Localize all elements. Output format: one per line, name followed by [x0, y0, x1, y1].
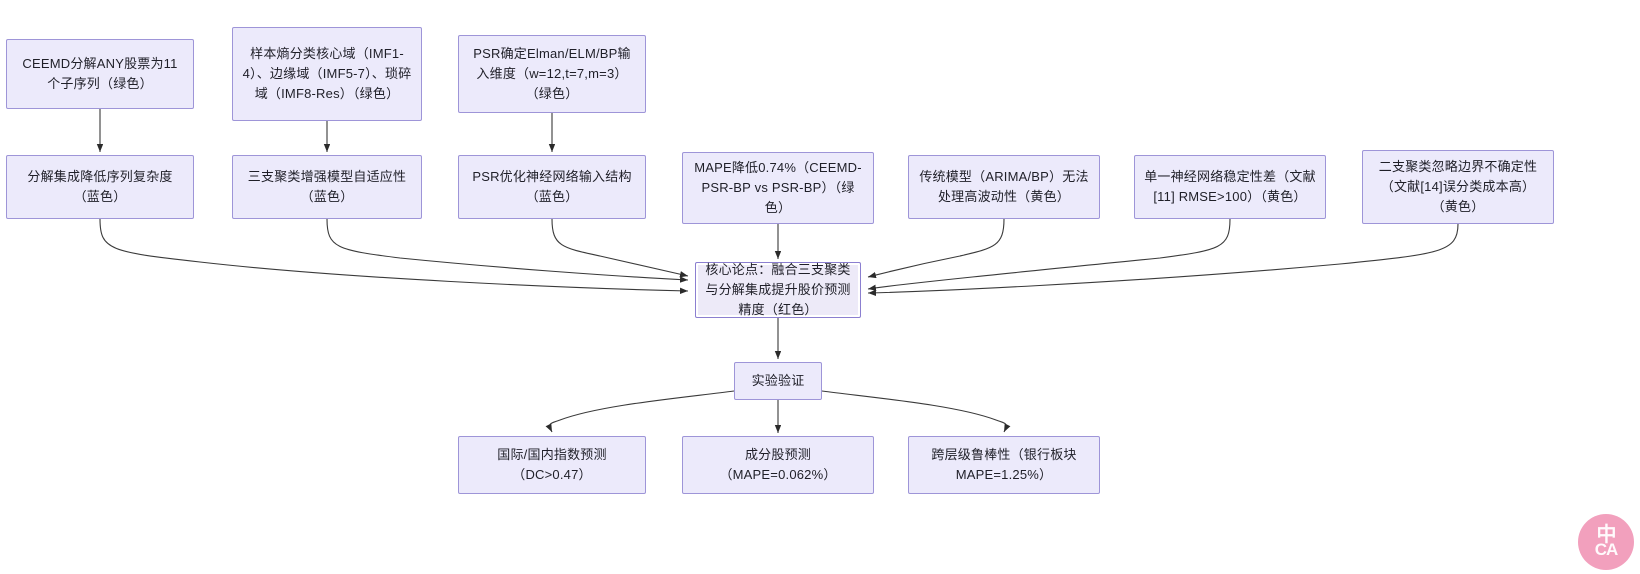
node-label: 分解集成降低序列复杂度（蓝色）	[27, 168, 173, 204]
node-experiment-validation[interactable]: 实验验证	[734, 362, 822, 400]
node-traditional-model-limit[interactable]: 传统模型（ARIMA/BP）无法处理高波动性（黄色）	[908, 155, 1100, 219]
node-label: MAPE降低0.74%（CEEMD-PSR-BP vs PSR-BP）（绿色）	[694, 159, 862, 216]
watermark-text: 中 CA	[1594, 523, 1619, 559]
node-sample-entropy-classify[interactable]: 样本熵分类核心域（IMF1-4）、边缘域（IMF5-7）、琐碎域（IMF8-Re…	[232, 27, 422, 121]
node-label: 实验验证	[751, 372, 805, 388]
edge-n4-core	[99, 218, 689, 295]
node-psr-input-dimension[interactable]: PSR确定Elman/ELM/BP输入维度（w=12,t=7,m=3）（绿色）	[458, 35, 646, 113]
node-label: 单一神经网络稳定性差（文献[11] RMSE>100）（黄色）	[1144, 168, 1316, 204]
node-label: 样本熵分类核心域（IMF1-4）、边缘域（IMF5-7）、琐碎域（IMF8-Re…	[242, 45, 412, 102]
node-label: CEEMD分解ANY股票为11个子序列（绿色）	[22, 55, 178, 91]
watermark-badge: 中 CA	[1578, 514, 1634, 570]
node-mape-reduction[interactable]: MAPE降低0.74%（CEEMD-PSR-BP vs PSR-BP）（绿色）	[682, 152, 874, 224]
node-reduce-complexity[interactable]: 分解集成降低序列复杂度（蓝色）	[6, 155, 194, 219]
node-label: 跨层级鲁棒性（银行板块MAPE=1.25%）	[931, 446, 1077, 482]
node-cross-level-robustness[interactable]: 跨层级鲁棒性（银行板块MAPE=1.25%）	[908, 436, 1100, 494]
edge-n8-core	[867, 218, 1005, 279]
edge-n6-core	[551, 218, 689, 278]
node-label: 三支聚类增强模型自适应性（蓝色）	[247, 168, 407, 204]
node-label: PSR确定Elman/ELM/BP输入维度（w=12,t=7,m=3）（绿色）	[473, 45, 631, 102]
edge-n10-core	[867, 223, 1459, 297]
node-index-prediction[interactable]: 国际/国内指数预测（DC>0.47）	[458, 436, 646, 494]
node-label: 核心论点：融合三支聚类与分解集成提升股价预测精度（红色）	[705, 261, 851, 318]
edge-n11-n14	[821, 390, 1011, 433]
node-constituent-stock-prediction[interactable]: 成分股预测（MAPE=0.062%）	[682, 436, 874, 494]
node-three-way-clustering-adaptive[interactable]: 三支聚类增强模型自适应性（蓝色）	[232, 155, 422, 219]
node-label: PSR优化神经网络输入结构（蓝色）	[472, 168, 632, 204]
node-psr-optimize-structure[interactable]: PSR优化神经网络输入结构（蓝色）	[458, 155, 646, 219]
edge-n5-core	[326, 218, 689, 283]
node-label: 传统模型（ARIMA/BP）无法处理高波动性（黄色）	[919, 168, 1089, 204]
node-label: 国际/国内指数预测（DC>0.47）	[497, 446, 607, 482]
node-single-network-instability[interactable]: 单一神经网络稳定性差（文献[11] RMSE>100）（黄色）	[1134, 155, 1326, 219]
edge-n9-core	[867, 218, 1231, 291]
node-label: 二支聚类忽略边界不确定性（文献[14]误分类成本高）（黄色）	[1378, 158, 1538, 215]
node-label: 成分股预测（MAPE=0.062%）	[719, 446, 837, 482]
node-ceemd-decompose[interactable]: CEEMD分解ANY股票为11个子序列（绿色）	[6, 39, 194, 109]
watermark-line1: 中	[1596, 523, 1617, 546]
node-core-thesis[interactable]: 核心论点：融合三支聚类与分解集成提升股价预测精度（红色）	[695, 262, 861, 318]
node-two-way-clustering-limit[interactable]: 二支聚类忽略边界不确定性（文献[14]误分类成本高）（黄色）	[1362, 150, 1554, 224]
watermark-line2: CA	[1594, 539, 1619, 559]
edge-n11-n12	[545, 390, 735, 433]
